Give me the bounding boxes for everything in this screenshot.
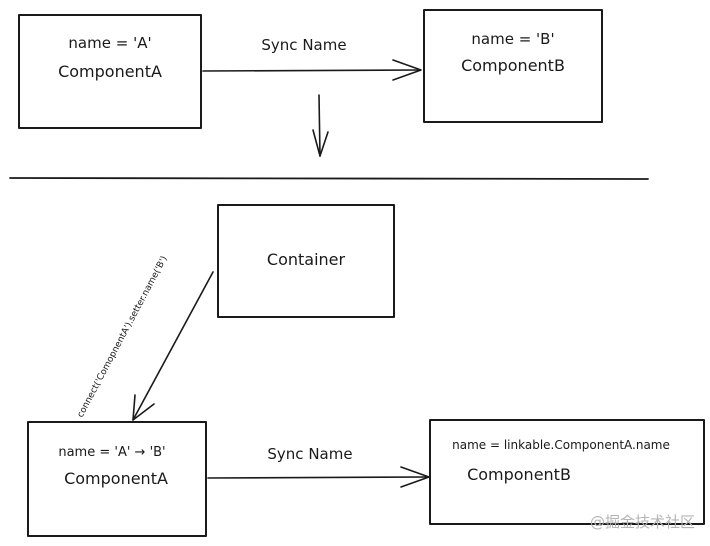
container-box	[217, 204, 395, 318]
down-arrow	[312, 94, 329, 157]
top-section: name = 'A' ComponentA name = 'B' Compone…	[18, 9, 603, 157]
top-component-b-box	[423, 9, 603, 123]
connect-label: connect('ComopnentA').setter.name('B')	[76, 255, 170, 420]
connect-arrow	[132, 271, 214, 421]
bottom-component-b-name: name = linkable.ComponentA.name	[452, 438, 670, 452]
bottom-component-a-title: ComponentA	[64, 469, 168, 488]
top-component-b-title: ComponentB	[461, 56, 565, 75]
top-component-a-title: ComponentA	[58, 62, 162, 81]
bottom-component-a-name: name = 'A' → 'B'	[58, 445, 165, 460]
bottom-section: Container connect('ComopnentA').setter.n…	[27, 204, 705, 537]
bottom-sync-label: Sync Name	[267, 445, 352, 463]
watermark: @掘金技术社区	[590, 513, 695, 531]
bottom-component-b-box	[429, 419, 705, 525]
bottom-sync-arrow	[207, 466, 430, 488]
section-divider	[9, 177, 649, 180]
top-component-a-name: name = 'A'	[68, 34, 151, 52]
top-sync-label: Sync Name	[261, 36, 346, 54]
bottom-component-b-title: ComponentB	[467, 465, 571, 484]
top-component-a-box	[18, 14, 202, 129]
container-label: Container	[267, 250, 346, 269]
top-sync-arrow	[202, 59, 422, 81]
bottom-component-a-box	[27, 421, 207, 537]
top-component-b-name: name = 'B'	[471, 30, 554, 48]
